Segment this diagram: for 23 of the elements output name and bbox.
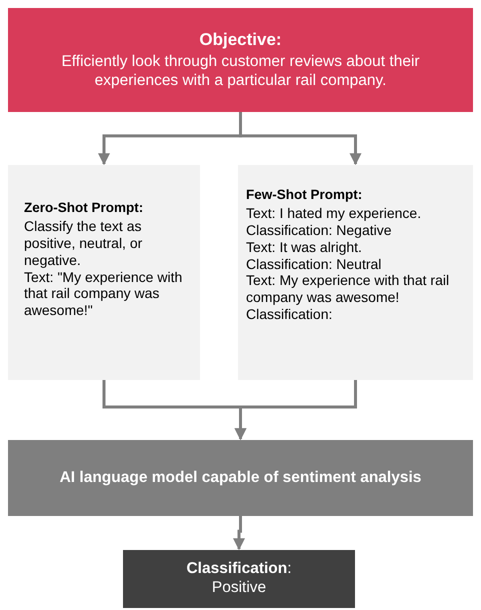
prompt-line: Text: It was alright. [246, 238, 363, 256]
result-value: Positive [210, 579, 268, 598]
model-box [8, 440, 473, 516]
result-heading: Classification: [185, 560, 293, 579]
prompt-box [238, 165, 473, 380]
arrow [233, 516, 245, 550]
prompt-line: Text: My experience with that rail company was awesome! [246, 272, 450, 306]
prompt-line: Classification: Negative [246, 222, 393, 239]
prompt-box [8, 165, 200, 380]
arrow [239, 112, 362, 166]
prompt-line: Classify the text as positive, neutral, or negative. [24, 218, 144, 269]
prompt-heading: Zero-Shot Prompt: [24, 200, 144, 216]
prompt-line: Text: I hated my experience. [246, 205, 422, 222]
prompt-heading: Few-Shot Prompt: [246, 187, 364, 204]
result-box [123, 550, 355, 608]
prompt-line: Classification: Neutral [246, 256, 382, 272]
prompt-line: Classification: [246, 306, 334, 323]
heading: Objective: [198, 30, 283, 50]
prompt-line: Efficiently look through customer reviews about their experiences with a particular rail company. [60, 53, 421, 90]
objective-box [8, 8, 473, 112]
prompt-line: Text: "My experience with that rail company was awesome!" [24, 268, 184, 319]
model-label: AI language model capable of sentiment analysis [58, 468, 422, 488]
arrow [234, 380, 357, 440]
